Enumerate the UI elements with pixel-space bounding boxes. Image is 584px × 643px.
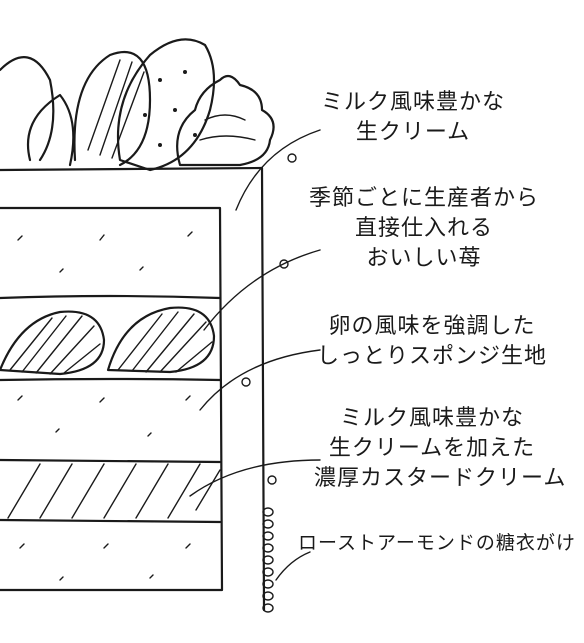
sponge-texture [17,231,193,581]
annotation-line: 季節ごとに生産者から [308,186,539,211]
annotation-strawberry: 季節ごとに生産者から 直接仕入れる おいしい苺 [308,184,540,274]
annotation-line: ローストアーモンドの糖衣がけ [298,532,576,554]
annotation-line: おいしい苺 [366,246,482,271]
annotation-line: 生クリームを加えた [328,436,536,461]
strawberry-slices [0,306,216,376]
annotation-custard: ミルク風味豊かな 生クリームを加えた 濃厚カスタードクリーム [314,404,567,494]
annotation-almond: ローストアーモンドの糖衣がけ [298,528,576,558]
top-decoration [0,38,275,172]
annotation-sponge: 卵の風味を強調した しっとりスポンジ生地 [314,312,550,372]
cake-body [0,166,266,612]
annotation-line: ミルク風味豊かな [339,406,524,431]
annotation-line: 直接仕入れる [354,216,493,241]
annotation-line: しっとりスポンジ生地 [316,344,547,369]
annotation-line: 濃厚カスタードクリーム [314,466,567,491]
annotation-line: 卵の風味を強調した [328,314,536,339]
annotation-line: ミルク風味豊かな [320,90,505,115]
almond-column [262,507,274,613]
custard-stripes [7,463,221,519]
annotation-line: 生クリーム [355,120,471,145]
annotation-cream-top: ミルク風味豊かな 生クリーム [318,88,508,148]
leader-lines [189,129,321,581]
